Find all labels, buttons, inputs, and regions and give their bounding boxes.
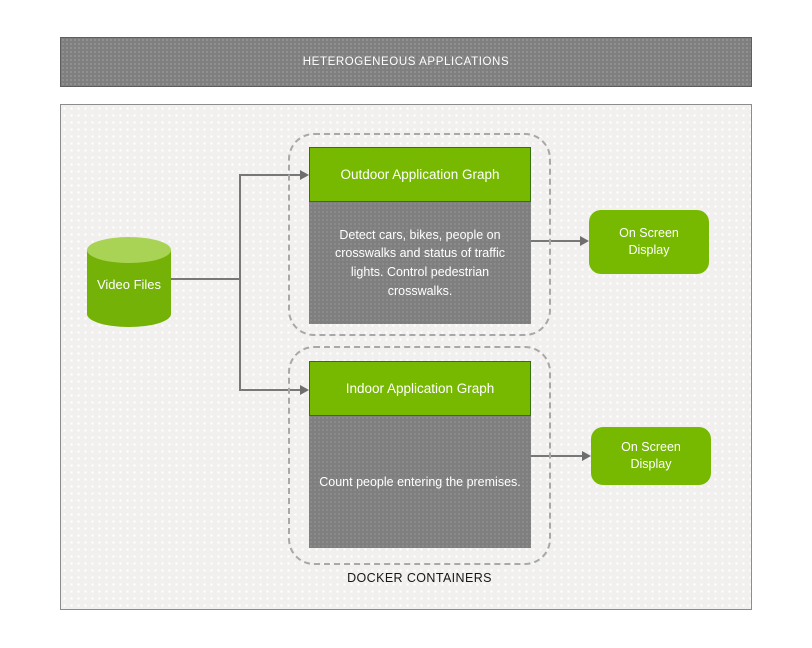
diagram-canvas: Video Files Outdoor Application Graph De…: [60, 104, 752, 610]
outdoor-graph-body: Detect cars, bikes, people on crosswalks…: [309, 202, 531, 324]
connector-outdoor-to-osd: [531, 240, 580, 242]
title-bar-label: HETEROGENEOUS APPLICATIONS: [302, 56, 510, 68]
cylinder-top-shape: [87, 237, 171, 263]
connector-branch-to-indoor: [239, 389, 300, 391]
arrowhead-osd-indoor: [582, 451, 591, 461]
connector-indoor-to-osd: [531, 455, 582, 457]
outdoor-graph-header: Outdoor Application Graph: [309, 147, 531, 202]
outdoor-graph-title: Outdoor Application Graph: [340, 167, 500, 182]
video-files-label: Video Files: [96, 277, 162, 292]
on-screen-display-outdoor: On Screen Display: [589, 210, 709, 274]
outdoor-container-group: [288, 133, 551, 336]
on-screen-display-indoor-label: On Screen Display: [621, 439, 681, 472]
docker-containers-label: DOCKER CONTAINERS: [347, 571, 492, 585]
indoor-graph-header: Indoor Application Graph: [309, 361, 531, 416]
connector-source-to-branch: [171, 278, 239, 280]
indoor-graph-body: Count people entering the premises.: [309, 416, 531, 548]
arrowhead-indoor: [300, 385, 309, 395]
indoor-graph-title: Indoor Application Graph: [345, 381, 495, 396]
arrowhead-outdoor: [300, 170, 309, 180]
title-bar: HETEROGENEOUS APPLICATIONS: [60, 37, 752, 87]
connector-branch-vertical: [239, 174, 241, 390]
arrowhead-osd-outdoor: [580, 236, 589, 246]
indoor-graph-description: Count people entering the premises.: [319, 474, 521, 489]
outdoor-graph-description: Detect cars, bikes, people on crosswalks…: [335, 227, 505, 298]
connector-branch-to-outdoor: [239, 174, 300, 176]
on-screen-display-outdoor-label: On Screen Display: [619, 225, 679, 258]
video-files-cylinder: Video Files: [87, 237, 171, 327]
indoor-container-group: [288, 346, 551, 565]
on-screen-display-indoor: On Screen Display: [591, 427, 711, 485]
